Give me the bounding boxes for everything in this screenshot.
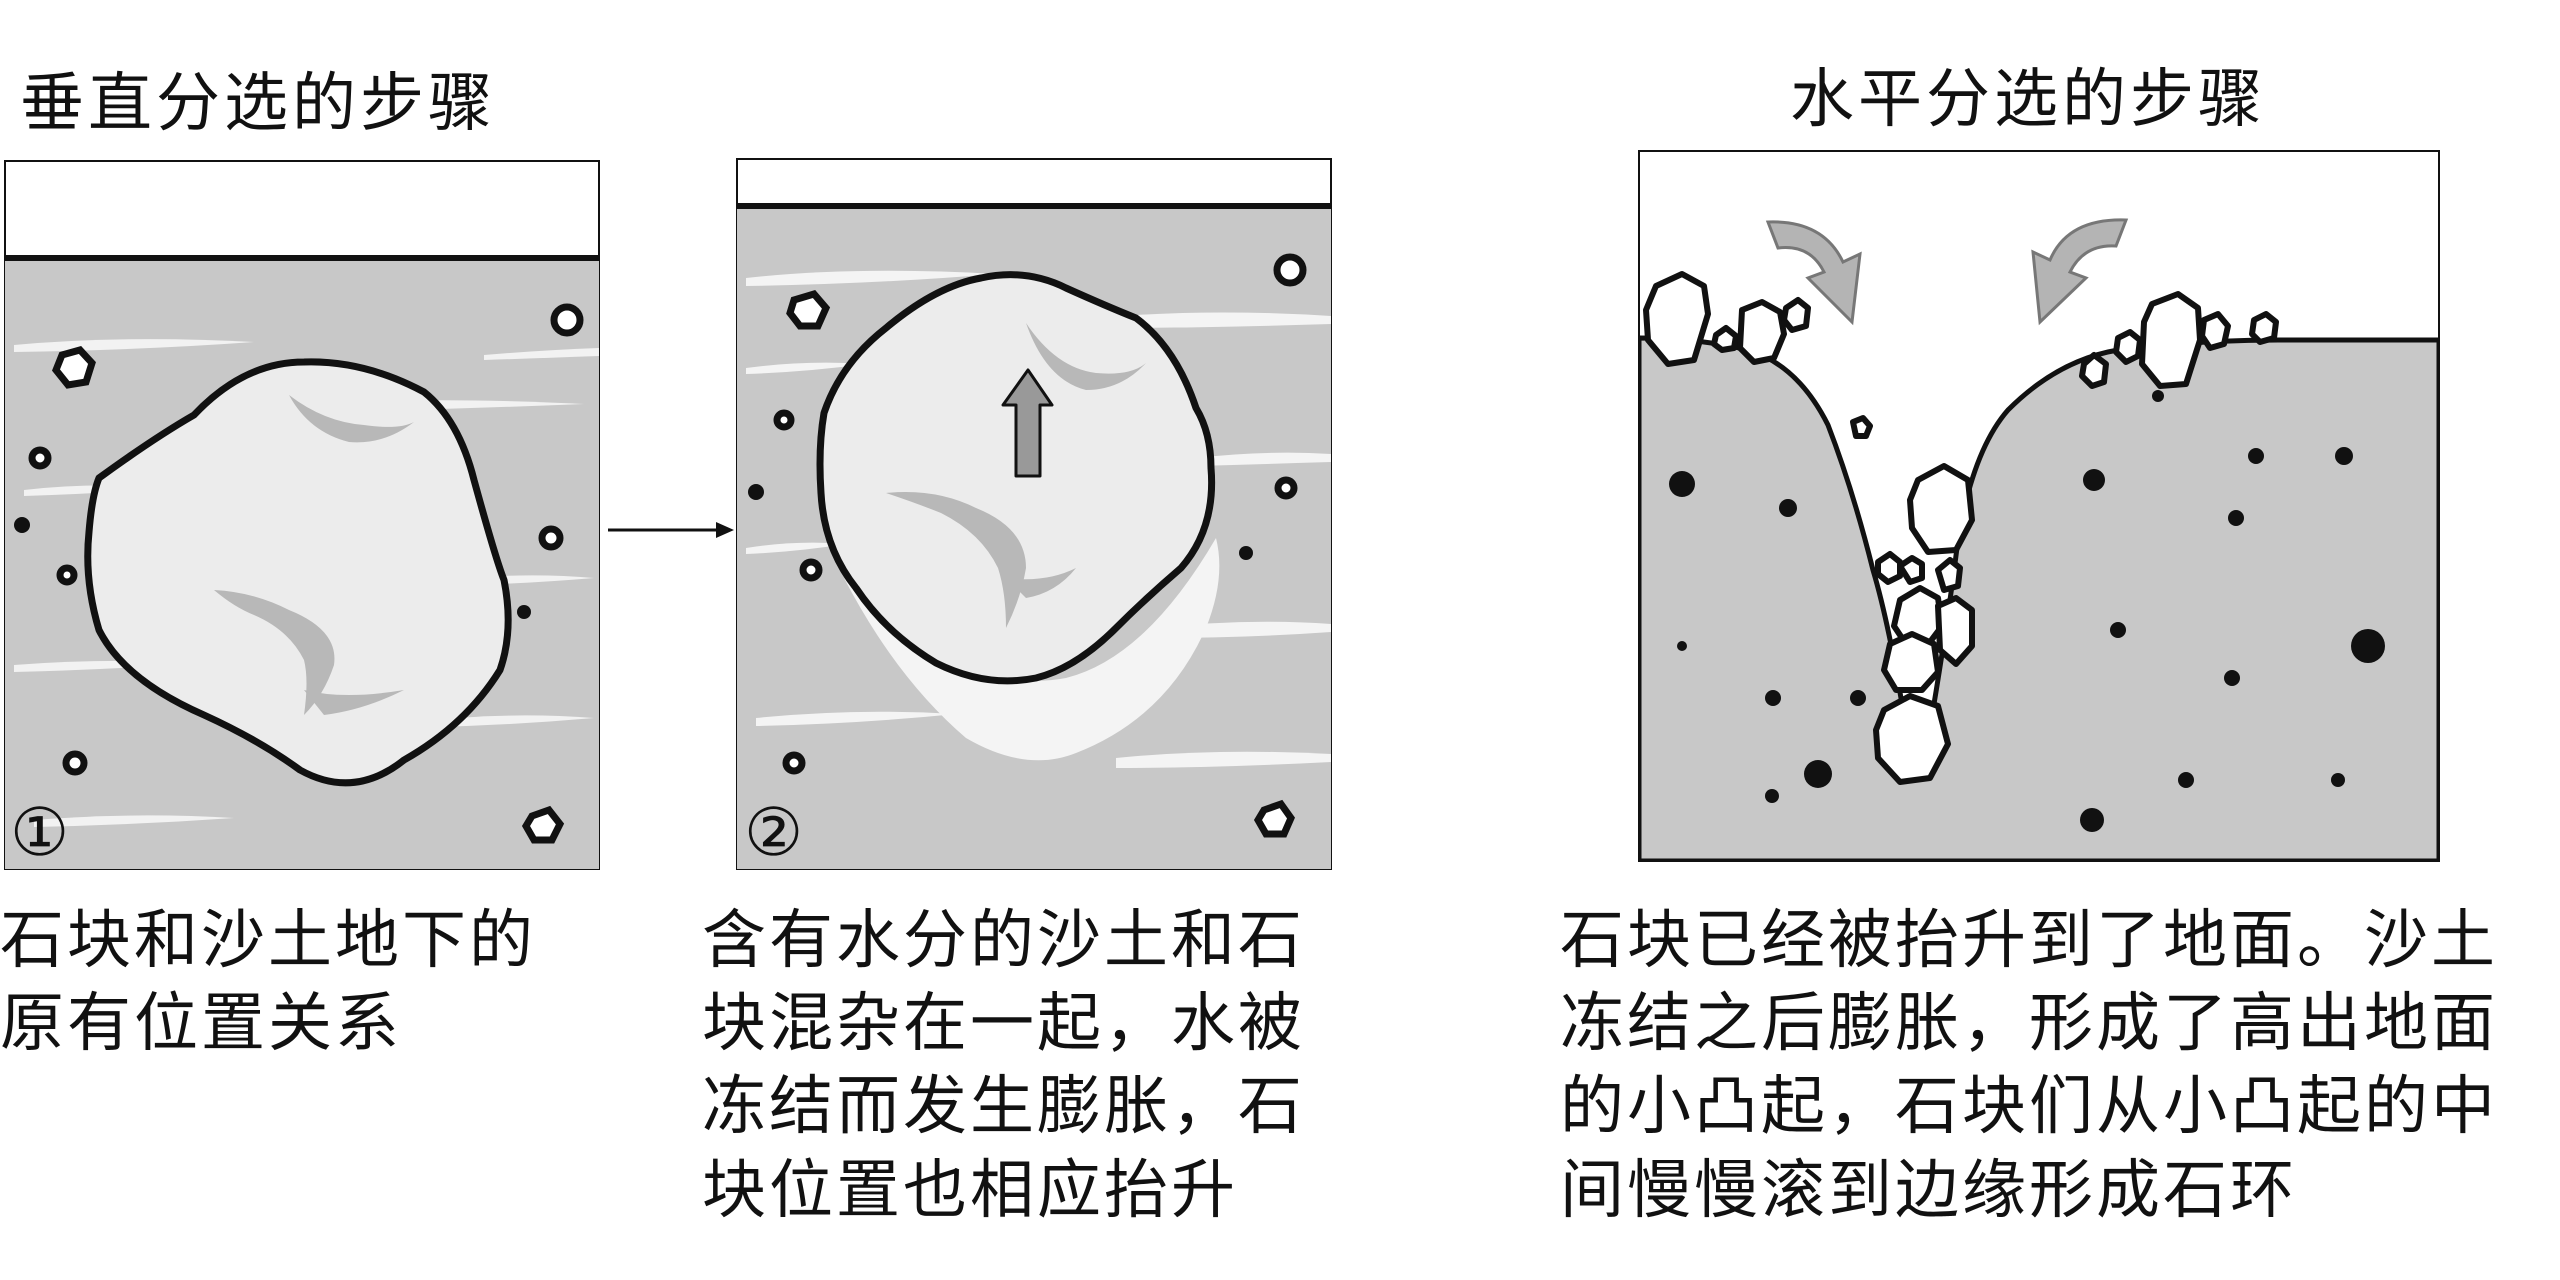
pebbles xyxy=(773,253,1307,838)
caption-line: 块位置也相应抬升 xyxy=(702,1153,1238,1228)
horizontal-sorting-title: 水平分选的步骤 xyxy=(1790,63,2266,137)
stone-marks xyxy=(214,395,414,715)
step2-illustration: ② xyxy=(736,158,1332,870)
vertical-sorting-title: 垂直分选的步骤 xyxy=(20,67,496,141)
ground-mound xyxy=(1638,335,2440,862)
water-streaks xyxy=(746,270,1331,768)
pebbles xyxy=(28,303,584,844)
step1-number: ① xyxy=(10,794,69,870)
caption-line: 冻结之后膨胀，形成了高出地面 xyxy=(1560,987,2498,1062)
caption-line: 石块和沙土地下的 xyxy=(0,904,536,978)
horizontal-illustration xyxy=(1638,150,2440,862)
caption-line: 的小凸起，石块们从小凸起的中 xyxy=(1560,1070,2498,1145)
edge-stones xyxy=(1643,271,2279,785)
horizontal-panel xyxy=(1638,150,2440,862)
step-arrow xyxy=(608,522,734,538)
rise-arrow xyxy=(1001,368,1054,478)
caption-line: 石块已经被抬升到了地面。沙土 xyxy=(1560,904,2498,978)
grains xyxy=(14,517,531,619)
soil-grains xyxy=(1669,390,2385,832)
stone xyxy=(84,358,512,787)
step2-caption: 含有水分的沙土和石 块混杂在一起，水被 冻结而发生膨胀，石 块位置也相应抬升 xyxy=(702,900,1305,1233)
rolling-arrows xyxy=(1765,218,2129,326)
caption-line: 间慢慢滚到边缘形成石环 xyxy=(1560,1153,2297,1228)
caption-line: 块混杂在一起，水被 xyxy=(702,987,1305,1062)
step1-panel: ① xyxy=(4,160,600,870)
step2-panel: ② xyxy=(736,158,1332,870)
step1-caption: 石块和沙土地下的 原有位置关系 xyxy=(0,900,536,1066)
step2-number: ② xyxy=(744,794,803,870)
caption-line: 含有水分的沙土和石 xyxy=(702,904,1305,978)
stone-marks xyxy=(886,323,1146,628)
step1-illustration: ① xyxy=(4,160,600,870)
horizontal-caption: 石块已经被抬升到了地面。沙土 冻结之后膨胀，形成了高出地面 的小凸起，石块们从小… xyxy=(1560,900,2498,1233)
caption-line: 冻结而发生膨胀，石 xyxy=(702,1070,1305,1145)
grains xyxy=(748,484,1253,560)
caption-line: 原有位置关系 xyxy=(0,987,402,1062)
